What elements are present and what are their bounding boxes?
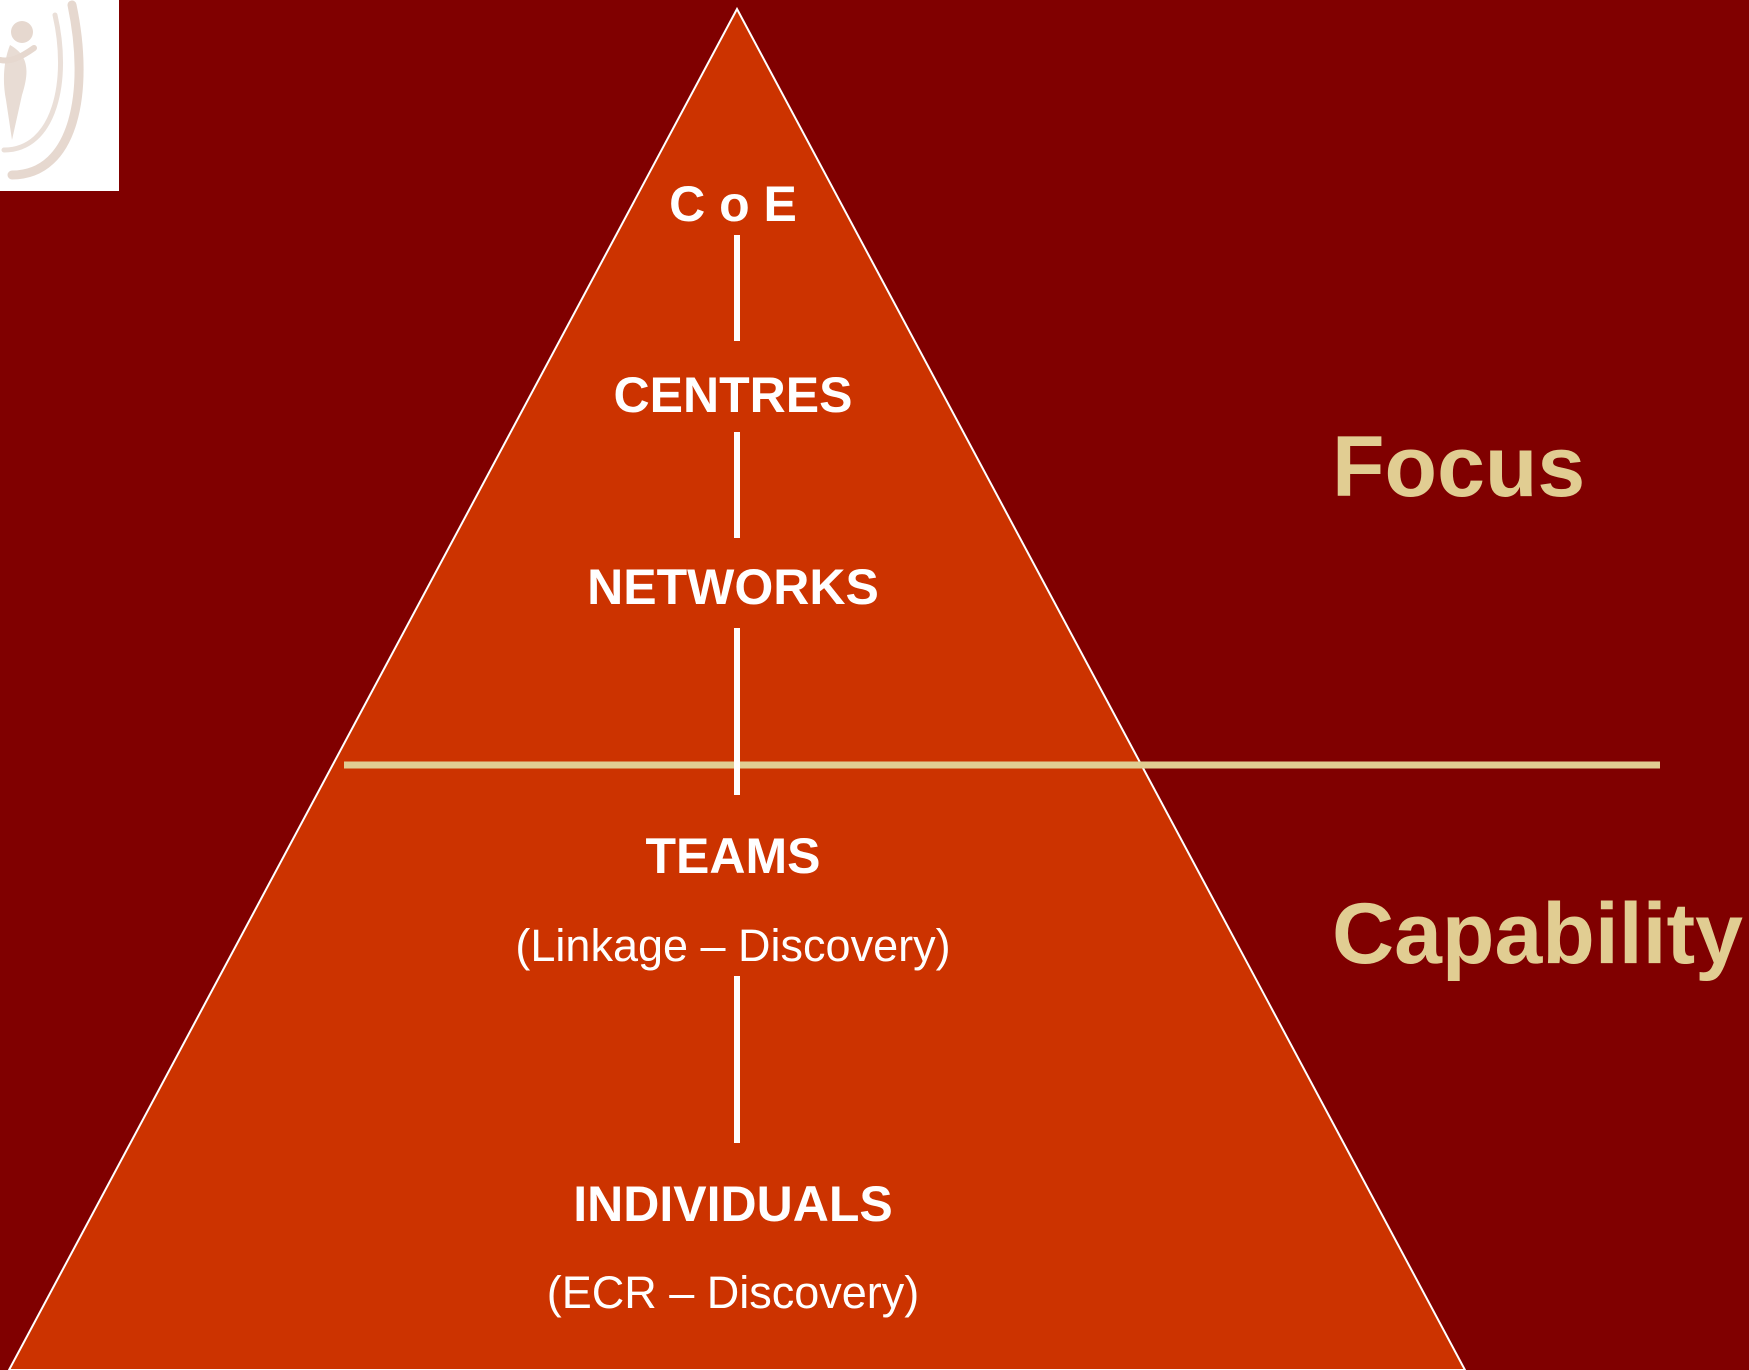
logo-emblem-icon — [0, 0, 84, 180]
logo — [0, 0, 119, 191]
level-individuals-label: INDIVIDUALS — [573, 1176, 893, 1232]
level-teams-label: TEAMS — [645, 828, 821, 884]
level-individuals-detail: (ECR – Discovery) — [546, 1267, 920, 1318]
focus-label: Focus — [1332, 419, 1586, 515]
capability-label: Capability — [1332, 886, 1743, 982]
level-networks-label: NETWORKS — [587, 559, 879, 615]
level-centres-label: CENTRES — [613, 367, 853, 423]
level-teams-detail: (Linkage – Discovery) — [515, 920, 951, 971]
level-coe-label: C o E — [669, 176, 797, 232]
